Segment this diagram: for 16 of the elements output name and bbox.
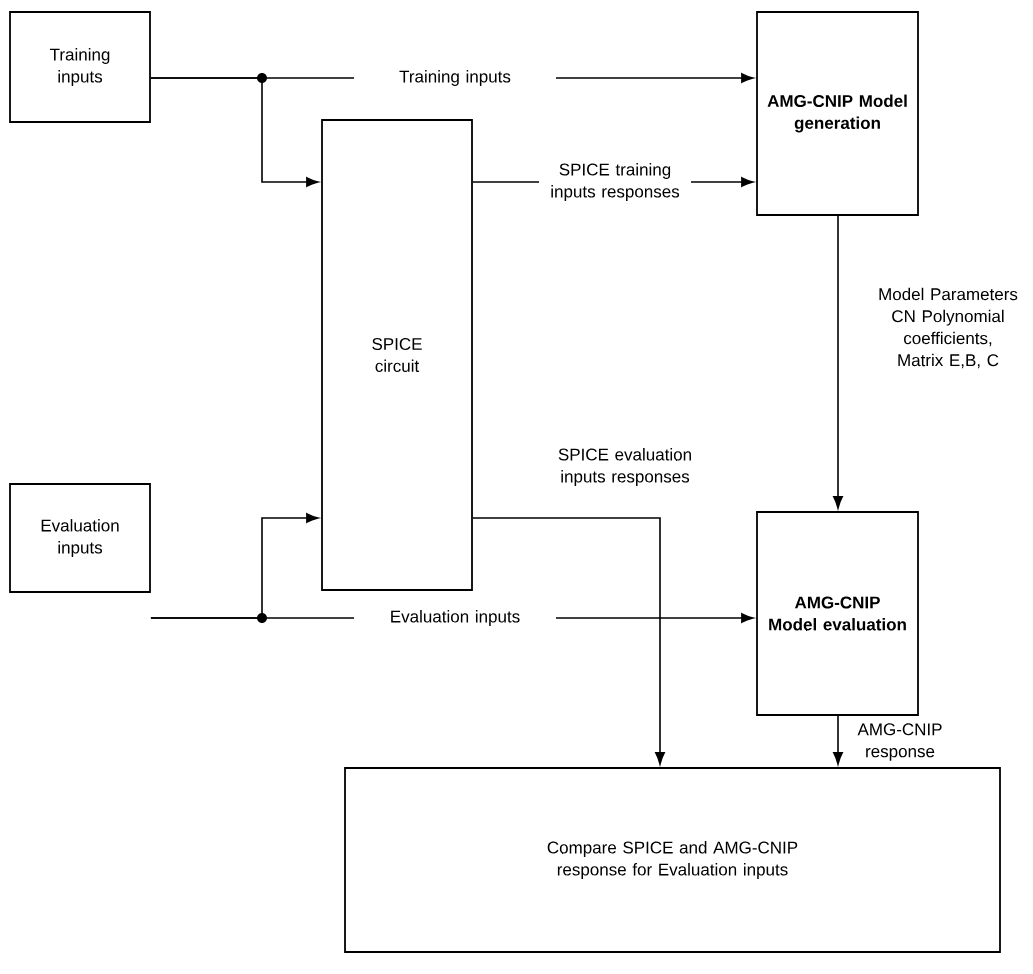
edge-label: SPICE evaluation inputs responses	[558, 448, 691, 486]
edge-label: SPICE training inputs responses	[539, 162, 691, 202]
process-box: Compare SPICE and AMG-CNIP response for Evaluation inputs	[344, 767, 1001, 953]
edge-label: Model Parameters CN Polynomial coefficients, Matrix E,B, C	[879, 287, 1018, 369]
process-box: Evaluation inputs	[9, 483, 151, 593]
process-box: SPICE circuit	[321, 119, 473, 591]
edge-label: Training inputs	[354, 69, 556, 87]
arrow	[150, 77, 319, 187]
edge-label: AMG-CNIP response	[857, 723, 942, 761]
arrow	[472, 517, 665, 765]
arrow	[833, 215, 843, 509]
process-box: Training inputs	[9, 11, 151, 123]
process-box: AMG-CNIP Model generation	[756, 11, 919, 216]
arrow	[833, 715, 843, 765]
process-box: AMG-CNIP Model evaluation	[756, 511, 919, 716]
edge-label: Evaluation inputs	[354, 609, 556, 627]
